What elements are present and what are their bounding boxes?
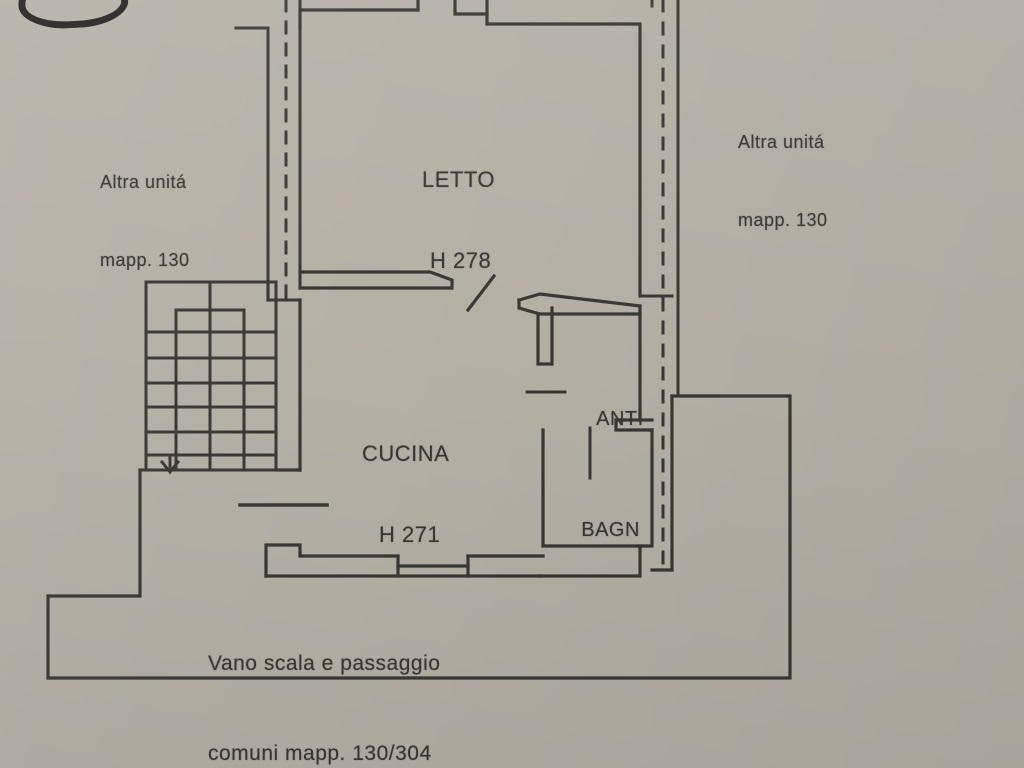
label-other-unit-left: Altra unitá mapp. 130: [100, 117, 190, 325]
label-room-bedroom-name: LETTO: [422, 167, 496, 192]
label-room-kitchen: CUCINA H 271: [362, 386, 449, 602]
label-other-unit-right: Altra unitá mapp. 130: [738, 77, 828, 285]
label-common-area: Vano scala e passaggio comuni mapp. 130/…: [208, 589, 440, 768]
label-room-kitchen-height: H 271: [379, 522, 441, 547]
label-other-unit-left-line1: Altra unitá: [100, 172, 187, 192]
outer-boundary: [46, 394, 792, 680]
label-other-unit-right-line2: mapp. 130: [738, 210, 828, 230]
label-common-area-line2: comuni mapp. 130/304: [208, 742, 432, 765]
label-other-unit-right-line1: Altra unitá: [738, 132, 825, 152]
apartment-south-wall: [264, 543, 642, 578]
label-room-bathroom-name: BAGN: [581, 519, 640, 541]
common-area-connector: [650, 394, 674, 572]
label-other-unit-left-line2: mapp. 130: [100, 250, 190, 270]
bedroom-south-wall: [298, 270, 454, 290]
label-room-bedroom-height: H 278: [430, 248, 492, 273]
label-room-kitchen-name: CUCINA: [362, 441, 450, 466]
label-common-area-line1: Vano scala e passaggio: [208, 652, 441, 675]
label-room-hallway-name: ANTI: [596, 408, 644, 430]
right-party-wall: [638, 0, 680, 398]
label-room-bedroom: LETTO H 278: [422, 112, 495, 328]
label-room-bathroom: BAGN: [557, 494, 640, 566]
left-party-wall: [234, 0, 302, 302]
top-walls: [298, 0, 642, 298]
corridor-walls: [266, 280, 302, 472]
stair-direction-arrow: [159, 453, 181, 475]
anti-walls: [517, 292, 642, 422]
stairwell: [144, 280, 278, 472]
bedroom-door-swing: [465, 273, 497, 313]
bathroom-walls: [541, 418, 654, 548]
label-room-hallway: ANTI: [573, 383, 644, 455]
